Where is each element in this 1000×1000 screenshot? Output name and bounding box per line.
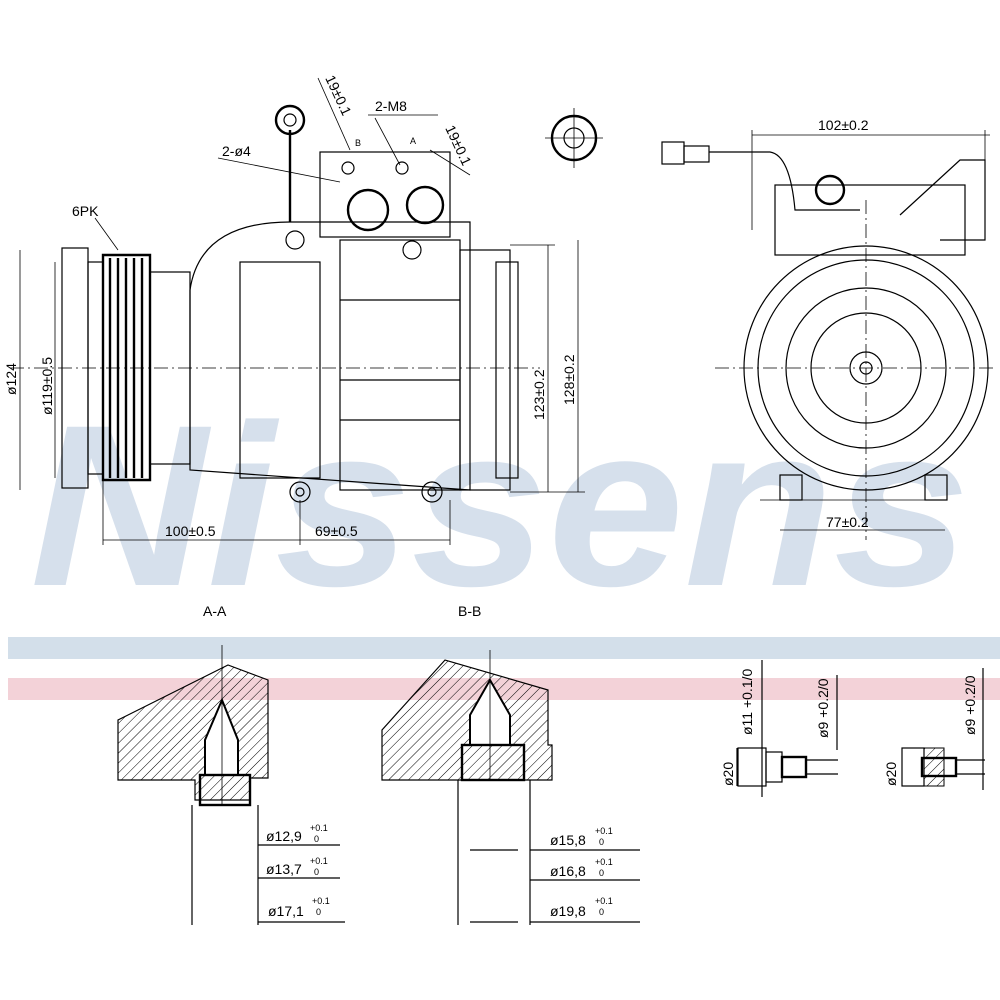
offset-1-label: 19±0.1 <box>322 73 355 119</box>
svg-text:0: 0 <box>599 907 604 917</box>
front-width-bottom-label: 77±0.2 <box>826 514 869 530</box>
fitting-left-dia-1: ø11 +0.1/0 <box>739 668 755 735</box>
pulley-diameter-label: ø119±0.5 <box>39 357 55 415</box>
section-a-dim-1: ø12,9 +0.10 <box>266 823 328 844</box>
svg-text:0: 0 <box>314 834 319 844</box>
mark-b: B <box>355 138 361 148</box>
section-b-drawing <box>381 650 640 925</box>
fitting-left-dia-2: ø9 +0.2/0 <box>815 678 831 738</box>
connector-detail <box>545 108 603 168</box>
front-view <box>661 130 995 540</box>
svg-text:+0.1: +0.1 <box>595 826 613 836</box>
offset-2-label: 19±0.1 <box>442 123 475 169</box>
outer-diameter-label: ø124 <box>3 363 19 395</box>
svg-text:+0.1: +0.1 <box>310 856 328 866</box>
svg-text:0: 0 <box>316 907 321 917</box>
length-1-label: 100±0.5 <box>165 523 216 539</box>
svg-text:+0.1: +0.1 <box>312 896 330 906</box>
section-b-title: B-B <box>458 603 481 619</box>
svg-text:0: 0 <box>599 868 604 878</box>
section-a-title: A-A <box>203 603 227 619</box>
fitting-left <box>736 660 838 797</box>
side-view <box>10 77 585 545</box>
watermark-logo: Nissens <box>30 377 970 634</box>
threads-label: 2-M8 <box>375 98 407 114</box>
svg-text:0: 0 <box>314 867 319 877</box>
stripe-blue <box>8 637 1000 659</box>
svg-text:ø12,9: ø12,9 <box>266 828 302 844</box>
svg-text:+0.1: +0.1 <box>595 857 613 867</box>
belt-label: 6PK <box>72 203 99 219</box>
svg-text:0: 0 <box>599 837 604 847</box>
section-a-dim-3: ø17,1 +0.10 <box>268 896 330 919</box>
mark-a: A <box>410 136 416 146</box>
svg-text:+0.1: +0.1 <box>310 823 328 833</box>
fitting-right-body-dia: ø20 <box>883 762 899 786</box>
section-b-dim-1: ø15,8 +0.10 <box>550 826 613 848</box>
section-b-dim-3: ø19,8 +0.10 <box>550 896 613 919</box>
svg-text:ø17,1: ø17,1 <box>268 903 304 919</box>
svg-text:ø16,8: ø16,8 <box>550 863 586 879</box>
front-width-top-label: 102±0.2 <box>818 117 869 133</box>
section-b-dim-2: ø16,8 +0.10 <box>550 857 613 879</box>
section-a-dim-2: ø13,7 +0.10 <box>266 856 328 877</box>
fitting-left-body-dia: ø20 <box>720 762 736 786</box>
svg-text:ø13,7: ø13,7 <box>266 861 302 877</box>
holes-label: 2-ø4 <box>222 143 251 159</box>
svg-text:+0.1: +0.1 <box>595 896 613 906</box>
length-2-label: 69±0.5 <box>315 523 358 539</box>
fitting-right-dia-1: ø9 +0.2/0 <box>962 675 978 735</box>
height-2-label: 128±0.2 <box>561 354 577 405</box>
section-a-drawing <box>117 645 345 925</box>
fitting-right <box>901 668 985 790</box>
height-1-label: 123±0.2 <box>531 369 547 420</box>
svg-text:ø19,8: ø19,8 <box>550 903 586 919</box>
svg-text:ø15,8: ø15,8 <box>550 832 586 848</box>
